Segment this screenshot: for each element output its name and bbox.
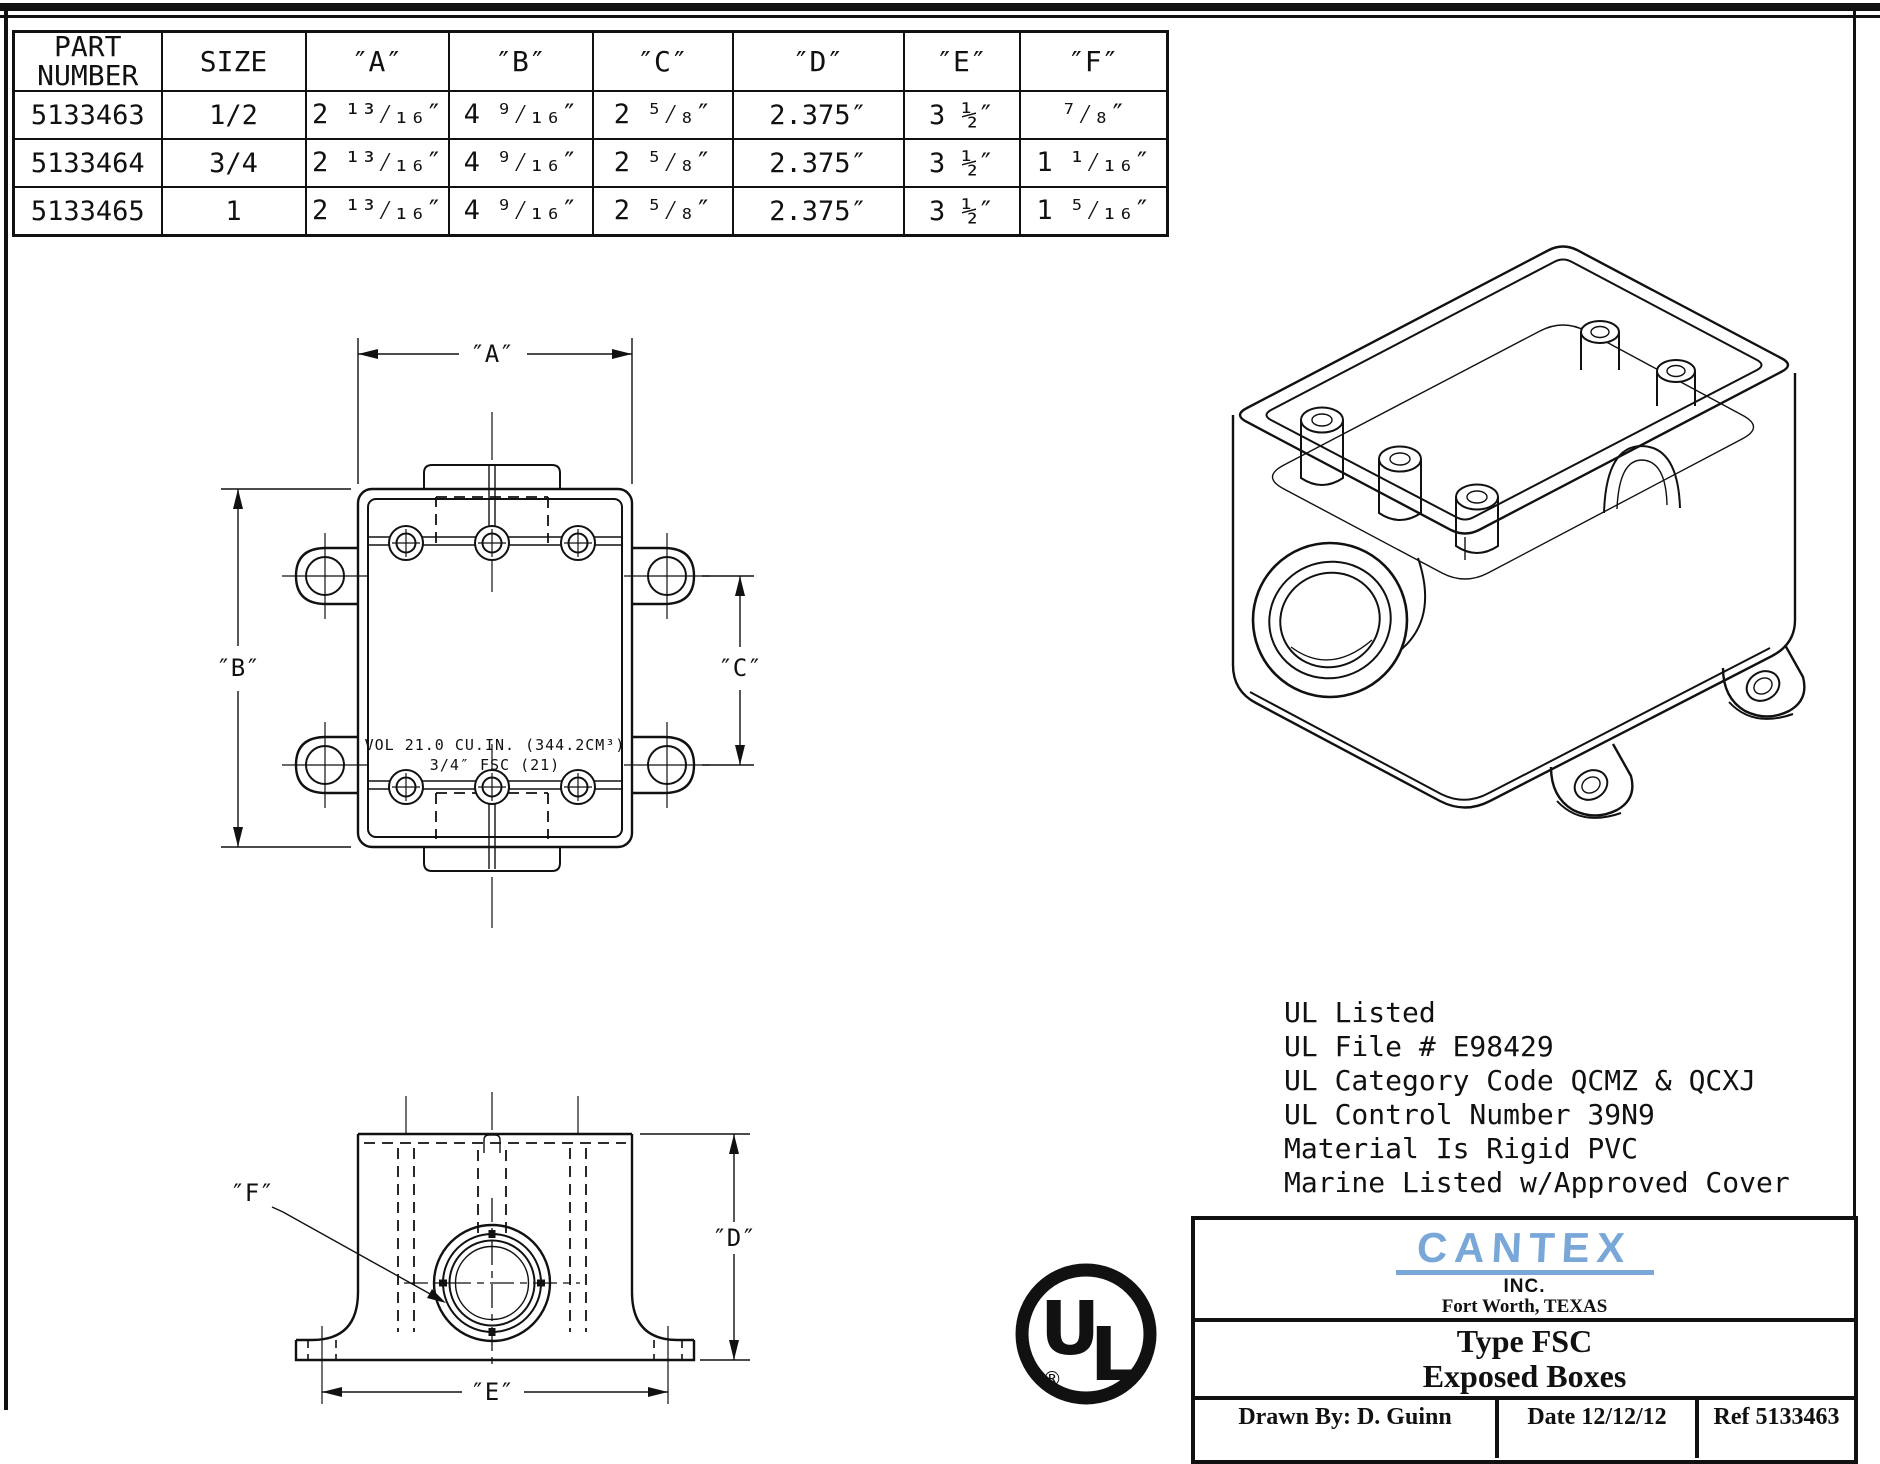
- dim-a: ″A″: [357, 338, 633, 484]
- dim-e-label: ″E″: [470, 1378, 513, 1406]
- cantex-logo-underline: [1395, 1270, 1654, 1275]
- dim-d-label: ″D″: [712, 1224, 755, 1252]
- product-category: Exposed Boxes: [1422, 1358, 1627, 1395]
- cantex-logo: CANTEX: [1415, 1224, 1634, 1271]
- side-mounting-lugs: [282, 533, 710, 808]
- dim-d-cell: 2.375″: [731, 186, 905, 237]
- company-location: Fort Worth, TEXAS: [1441, 1295, 1608, 1317]
- col-header-b: ″B″: [447, 30, 594, 93]
- dim-b-cell: 4 ⁹⁄₁₆″: [447, 186, 594, 237]
- sheet-border-top-inner: [0, 15, 1880, 18]
- top-hub-notch: [483, 1134, 501, 1153]
- sheet-border-right: [1853, 3, 1856, 1410]
- dim-e-cell: 3 ½″: [902, 138, 1021, 189]
- table-row: 5133465 1 2 ¹³⁄₁₆″ 4 ⁹⁄₁₆″ 2 ⁵⁄₈″ 2.375″…: [12, 186, 1169, 237]
- isometric-view-drawing: [1231, 245, 1806, 819]
- size-cell: 1: [160, 186, 307, 237]
- drawing-sheet: PART NUMBER SIZE ″A″ ″B″ ″C″ ″D″ ″E″ ″F″…: [0, 3, 1880, 1464]
- box-rim: [1238, 245, 1790, 580]
- dim-a-label: ″A″: [470, 340, 513, 368]
- col-header-e: ″E″: [902, 30, 1021, 93]
- title-block-company-row: CANTEX INC. Fort Worth, TEXAS: [1195, 1220, 1854, 1322]
- ul-note-line: UL Category Code QCMZ & QCXJ: [1284, 1064, 1757, 1097]
- screw-bosses: [388, 525, 596, 805]
- part-number-cell: 5133465: [12, 186, 163, 237]
- ul-listing-notes: UL Listed UL File # E98429 UL Category C…: [1284, 996, 1790, 1200]
- dim-d-cell: 2.375″: [731, 90, 905, 141]
- dim-c-cell: 2 ⁵⁄₈″: [591, 90, 734, 141]
- conduit-hub: [1251, 541, 1427, 699]
- bottom-view-drawing: ″F″ ″D″ ″E″: [230, 1092, 756, 1406]
- size-cell: 1/2: [160, 90, 307, 141]
- ul-note-line: Marine Listed w/Approved Cover: [1284, 1166, 1790, 1199]
- centerlines: [405, 1092, 579, 1133]
- mounting-lug: [1721, 644, 1806, 720]
- col-header-part-number: PART NUMBER: [12, 30, 163, 93]
- ul-note-line: UL Control Number 39N9: [1284, 1098, 1655, 1131]
- drawn-by-field: Drawn By: D. Guinn: [1195, 1400, 1499, 1458]
- company-suffix: INC.: [1503, 1276, 1546, 1297]
- dim-c: ″C″: [702, 575, 762, 766]
- dim-c-label: ″C″: [718, 654, 761, 682]
- title-block-meta-row: Drawn By: D. Guinn Date 12/12/12 Ref 513…: [1195, 1400, 1854, 1458]
- dim-f-cell: 1 ¹⁄₁₆″: [1018, 138, 1169, 189]
- ul-note-line: UL File # E98429: [1284, 1030, 1554, 1063]
- dim-c-cell: 2 ⁵⁄₈″: [591, 186, 734, 237]
- dimension-table: PART NUMBER SIZE ″A″ ″B″ ″C″ ″D″ ″E″ ″F″…: [12, 30, 1169, 238]
- ul-note-line: UL Listed: [1284, 996, 1436, 1029]
- hub-opening: [404, 1198, 580, 1368]
- hidden-lines: [307, 1142, 683, 1360]
- table-row: 5133463 1/2 2 ¹³⁄₁₆″ 4 ⁹⁄₁₆″ 2 ⁵⁄₈″ 2.37…: [12, 90, 1169, 141]
- box-sides: [1231, 373, 1797, 809]
- size-cell: 3/4: [160, 138, 307, 189]
- dim-d-cell: 2.375″: [731, 138, 905, 189]
- dim-c-cell: 2 ⁵⁄₈″: [591, 138, 734, 189]
- dim-d: ″D″: [640, 1133, 756, 1361]
- part-number-cell: 5133464: [12, 138, 163, 189]
- dim-f-cell: ⁷⁄₈″: [1018, 90, 1169, 141]
- dim-e-cell: 3 ½″: [902, 90, 1021, 141]
- dim-f-cell: 1 ⁵⁄₁₆″: [1018, 186, 1169, 237]
- dim-e-cell: 3 ½″: [902, 186, 1021, 237]
- volume-note-line2: 3/4″ FSC (21): [430, 756, 560, 774]
- dim-a-cell: 2 ¹³⁄₁₆″: [304, 90, 450, 141]
- title-block-product-row: Type FSC Exposed Boxes: [1195, 1322, 1854, 1400]
- dim-b-cell: 4 ⁹⁄₁₆″: [447, 90, 594, 141]
- dim-b-label: ″B″: [216, 654, 259, 682]
- far-wall-hub-arch: [1603, 444, 1681, 514]
- bottom-hub: [423, 744, 561, 928]
- sheet-border-top: [0, 3, 1880, 11]
- part-number-cell: 5133463: [12, 90, 163, 141]
- ref-field: Ref 5133463: [1713, 1404, 1840, 1430]
- dim-a-cell: 2 ¹³⁄₁₆″: [304, 138, 450, 189]
- ul-logo-l: L: [1090, 1312, 1137, 1398]
- dim-a-cell: 2 ¹³⁄₁₆″: [304, 186, 450, 237]
- table-header-row: PART NUMBER SIZE ″A″ ″B″ ″C″ ″D″ ″E″ ″F″: [12, 30, 1169, 93]
- date-field: Date 12/12/12: [1499, 1400, 1699, 1458]
- col-header-c: ″C″: [591, 30, 734, 93]
- col-header-size: SIZE: [160, 30, 307, 93]
- table-row: 5133464 3/4 2 ¹³⁄₁₆″ 4 ⁹⁄₁₆″ 2 ⁵⁄₈″ 2.37…: [12, 138, 1169, 189]
- front-view-drawing: ″A″ ″B″ ″C″: [216, 338, 762, 928]
- col-header-a: ″A″: [304, 30, 450, 93]
- sheet-border-left: [4, 3, 8, 1410]
- dim-f-leader: ″F″: [230, 1179, 446, 1303]
- volume-note-line1: VOL 21.0 CU.IN. (344.2CM³): [365, 736, 626, 754]
- dim-b: ″B″: [216, 488, 351, 848]
- ul-logo-u: U: [1040, 1286, 1100, 1372]
- top-hub: [423, 412, 561, 592]
- body-outline: [294, 1132, 696, 1362]
- ul-listed-icon: U L ®: [1015, 1263, 1157, 1405]
- interior-bosses: [1300, 320, 1696, 554]
- dim-e: ″E″: [321, 1326, 669, 1406]
- dim-b-cell: 4 ⁹⁄₁₆″: [447, 138, 594, 189]
- product-type: Type FSC: [1456, 1323, 1593, 1359]
- mounting-lug: [1549, 743, 1634, 819]
- title-block: CANTEX INC. Fort Worth, TEXAS Type FSC E…: [1191, 1216, 1858, 1464]
- col-header-d: ″D″: [731, 30, 905, 93]
- dim-f-label: ″F″: [230, 1179, 273, 1207]
- col-header-f: ″F″: [1018, 30, 1169, 93]
- registered-trademark-icon: ®: [1042, 1367, 1062, 1391]
- ul-note-line: Material Is Rigid PVC: [1284, 1132, 1639, 1165]
